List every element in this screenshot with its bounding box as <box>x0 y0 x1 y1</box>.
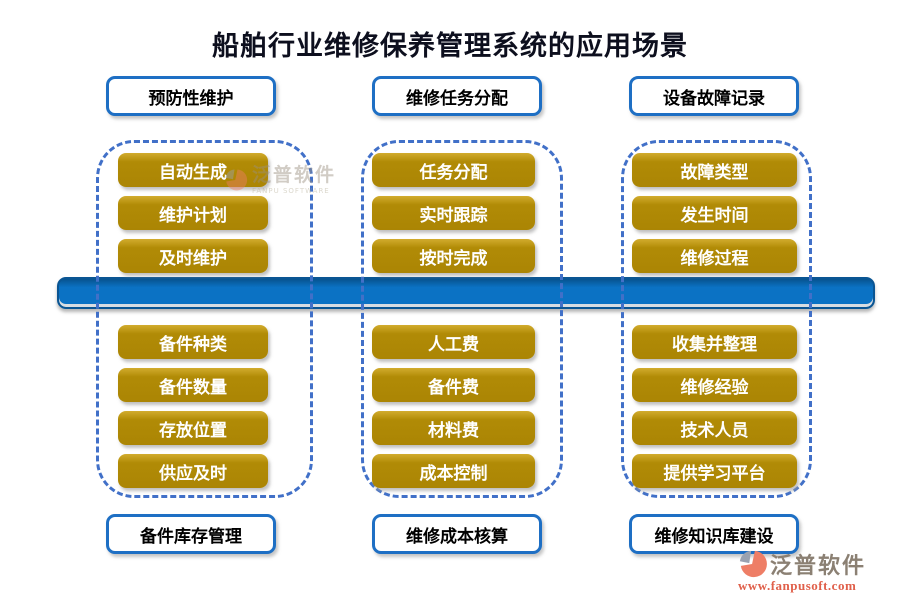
node-col3-technical-staff: 技术人员 <box>632 411 797 445</box>
group-outline-col3 <box>621 140 812 498</box>
node-col1-spare-quantity: 备件数量 <box>118 368 268 402</box>
node-col2-cost-control: 成本控制 <box>372 454 535 488</box>
node-col3-fault-type: 故障类型 <box>632 153 797 187</box>
header-preventive-maintenance: 预防性维护 <box>106 76 276 116</box>
node-col2-realtime-tracking: 实时跟踪 <box>372 196 535 230</box>
footer-maintenance-cost-accounting: 维修成本核算 <box>372 514 542 554</box>
node-col2-material-cost: 材料费 <box>372 411 535 445</box>
node-col1-maintenance-plan: 维护计划 <box>118 196 268 230</box>
node-col1-spare-type: 备件种类 <box>118 325 268 359</box>
node-col3-repair-experience: 维修经验 <box>632 368 797 402</box>
header-task-assignment: 维修任务分配 <box>372 76 542 116</box>
node-col1-timely-maintenance: 及时维护 <box>118 239 268 273</box>
footer-knowledge-base-construction: 维修知识库建设 <box>629 514 799 554</box>
node-col3-repair-process: 维修过程 <box>632 239 797 273</box>
node-col2-spare-cost: 备件费 <box>372 368 535 402</box>
node-col2-on-time-completion: 按时完成 <box>372 239 535 273</box>
node-col3-learning-platform: 提供学习平台 <box>632 454 797 488</box>
brand-url: www.fanpusoft.com <box>738 578 857 593</box>
node-col3-collect-organize: 收集并整理 <box>632 325 797 359</box>
center-connector-bar <box>57 277 875 309</box>
node-col3-occurrence-time: 发生时间 <box>632 196 797 230</box>
header-equipment-fault-record: 设备故障记录 <box>629 76 799 116</box>
footer-spare-inventory-management: 备件库存管理 <box>106 514 276 554</box>
group-outline-col1 <box>96 140 313 498</box>
fanpu-logo-icon <box>739 550 767 578</box>
brand-block: 泛普软件 www.fanpusoft.com <box>738 548 888 594</box>
group-outline-col2 <box>361 140 563 498</box>
brand-name: 泛普软件 <box>770 554 867 579</box>
node-col2-task-assignment: 任务分配 <box>372 153 535 187</box>
node-col1-timely-supply: 供应及时 <box>118 454 268 488</box>
node-col1-storage-location: 存放位置 <box>118 411 268 445</box>
node-col2-labor-cost: 人工费 <box>372 325 535 359</box>
diagram-title: 船舶行业维修保养管理系统的应用场景 <box>212 31 688 62</box>
node-col1-auto-generate: 自动生成 <box>118 153 268 187</box>
